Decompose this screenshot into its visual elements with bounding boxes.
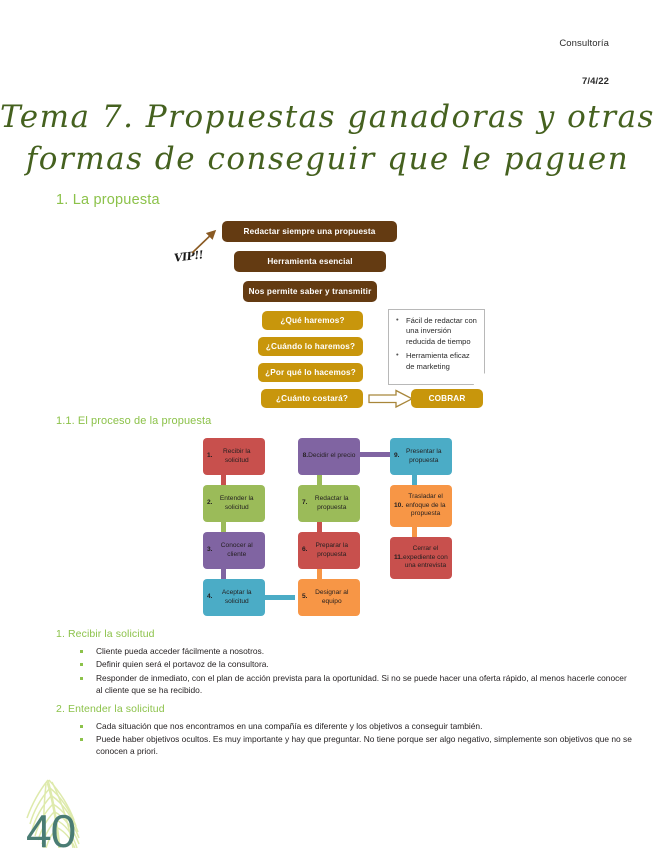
- process-node-2: 2. Entender la solicitud: [203, 485, 265, 522]
- process-node-9: 9. Presentar la propuesta: [390, 438, 452, 475]
- palm-leaf-icon: [26, 779, 80, 848]
- connector-10-11: [412, 526, 417, 540]
- list-item: Definir quien será el portavoz de la con…: [76, 659, 632, 671]
- list-item: Puede haber objetivos ocultos. Es muy im…: [76, 734, 632, 758]
- page-title-line1: Tema 7. Propuestas ganadoras y otras: [0, 99, 655, 135]
- section-heading-entender-solicitud: 2. Entender la solicitud: [56, 703, 165, 715]
- heading-proceso-propuesta: 1.1. El proceso de la propuesta: [56, 415, 212, 427]
- proposal-box-cuanto: ¿Cuánto costará?: [261, 389, 363, 408]
- connector-7-8: [317, 474, 322, 488]
- process-node-10: 10. Trasladar el enfoque de la propuesta: [390, 485, 452, 527]
- process-node-5: 5. Designar al equipo: [298, 579, 360, 616]
- connector-5-6: [317, 568, 322, 582]
- connector-1-2: [221, 474, 226, 488]
- proposal-box-3: Nos permite saber y transmitir: [243, 281, 377, 302]
- list-item: Cliente pueda acceder fácilmente a nosot…: [76, 646, 632, 658]
- page-title-line2: formas de conseguir que le paguen: [25, 141, 630, 177]
- section-heading-recibir-solicitud: 1. Recibir la solicitud: [56, 628, 155, 640]
- connector-3-4: [221, 568, 226, 582]
- proposal-note-card: Fácil de redactar con una inversión redu…: [388, 309, 485, 385]
- proposal-box-que: ¿Qué haremos?: [262, 311, 363, 330]
- process-node-8: 8. Decidir el precio: [298, 438, 360, 475]
- page-number: 40: [26, 805, 76, 857]
- process-node-11: 11. Cerrar el expediente con una entrevi…: [390, 537, 452, 579]
- list-item: Responder de inmediato, con el plan de a…: [76, 673, 632, 697]
- process-node-4: 4. Aceptar la solicitud: [203, 579, 265, 616]
- proposal-box-2: Herramienta esencial: [234, 251, 386, 272]
- proposal-box-cobrar: COBRAR: [411, 389, 483, 408]
- page-footer: 40: [0, 758, 190, 857]
- list-item: Cada situación que nos encontramos en un…: [76, 721, 632, 733]
- bullet-list-entender-solicitud: Cada situación que nos encontramos en un…: [76, 721, 632, 760]
- proposal-box-1: Redactar siempre una propuesta: [222, 221, 397, 242]
- proposal-box-porque: ¿Por qué lo hacemos?: [258, 363, 363, 382]
- cobrar-arrow-icon: [368, 389, 414, 409]
- process-node-6: 6. Preparar la propuesta: [298, 532, 360, 569]
- header-subject: Consultoría: [559, 38, 609, 49]
- proposal-diagram: VIP!! Redactar siempre una propuesta Her…: [0, 215, 655, 415]
- note-bullet-2: Herramienta eficaz de marketing: [396, 350, 478, 372]
- process-node-3: 3. Conocer al cliente: [203, 532, 265, 569]
- bullet-list-recibir-solicitud: Cliente pueda acceder fácilmente a nosot…: [76, 646, 632, 698]
- connector-6-7: [317, 521, 322, 535]
- process-flow-diagram: 1. Recibir la solicitud 2. Entender la s…: [0, 436, 655, 621]
- connector-4-5: [253, 595, 295, 600]
- connector-2-3: [221, 521, 226, 535]
- process-node-1: 1. Recibir la solicitud: [203, 438, 265, 475]
- vip-arrow-icon: [191, 229, 217, 254]
- connector-9-10: [412, 474, 417, 488]
- process-node-7: 7. Redactar la propuesta: [298, 485, 360, 522]
- note-fold-corner-icon: [473, 373, 485, 385]
- proposal-box-cuando: ¿Cuándo lo haremos?: [258, 337, 363, 356]
- heading-la-propuesta: 1. La propuesta: [56, 192, 160, 208]
- page-title: Tema 7. Propuestas ganadoras y otras for…: [0, 96, 655, 180]
- connector-8-9: [348, 452, 390, 457]
- header-date: 7/4/22: [581, 76, 609, 87]
- note-bullet-1: Fácil de redactar con una inversión redu…: [396, 315, 478, 347]
